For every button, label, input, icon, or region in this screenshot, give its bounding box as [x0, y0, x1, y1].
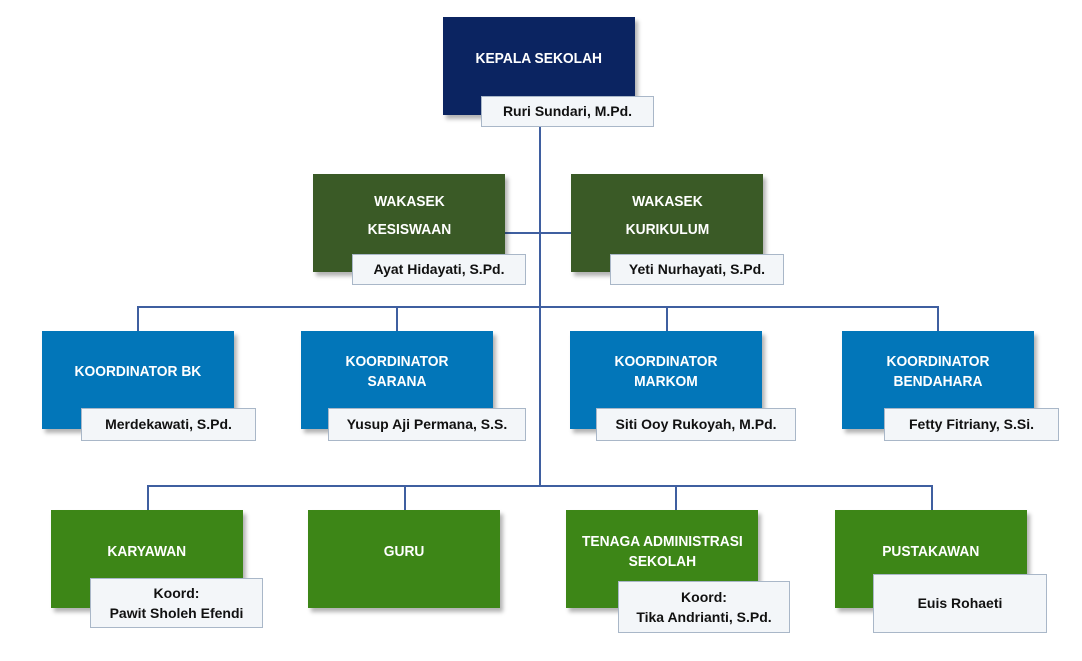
node-name: Siti Ooy Rukoyah, M.Pd.	[596, 408, 796, 441]
node-name: Merdekawati, S.Pd.	[81, 408, 256, 441]
node-name: Yeti Nurhayati, S.Pd.	[610, 254, 784, 285]
node-title: KOORDINATOR BENDAHARA	[886, 352, 990, 390]
node-name: Ruri Sundari, M.Pd.	[481, 96, 654, 127]
node-title: GURU	[383, 542, 425, 560]
node-title: KEPALA SEKOLAH	[475, 49, 603, 67]
connector-drop	[931, 485, 933, 510]
node-name: Euis Rohaeti	[873, 574, 1047, 633]
node-title: WAKASEK KURIKULUM	[625, 192, 709, 239]
connector-drop	[147, 485, 149, 510]
node-title: PUSTAKAWAN	[882, 542, 980, 560]
node-name: Fetty Fitriany, S.Si.	[884, 408, 1059, 441]
node-title: KOORDINATOR SARANA	[345, 352, 449, 390]
connector-wakasek	[505, 232, 571, 234]
connector-drop	[137, 306, 139, 331]
node-title: KOORDINATOR BK	[74, 362, 202, 380]
node-name: Ayat Hidayati, S.Pd.	[352, 254, 526, 285]
connector-koordinator-horizontal	[137, 306, 939, 308]
node-title: TENAGA ADMINISTRASI SEKOLAH	[581, 532, 743, 570]
node-title: WAKASEK KESISWAAN	[367, 192, 451, 239]
node-title: KARYAWAN	[107, 542, 187, 560]
node-name: Koord: Pawit Sholeh Efendi	[90, 578, 263, 628]
node-name: Koord: Tika Andrianti, S.Pd.	[618, 581, 790, 633]
node-title: KOORDINATOR MARKOM	[614, 352, 718, 390]
node-guru: GURU	[308, 510, 500, 608]
connector-drop	[396, 306, 398, 331]
connector-staff-horizontal	[147, 485, 933, 487]
connector-drop	[666, 306, 668, 331]
connector-drop	[675, 485, 677, 510]
connector-drop	[937, 306, 939, 331]
connector-drop	[404, 485, 406, 510]
node-name: Yusup Aji Permana, S.S.	[328, 408, 526, 441]
